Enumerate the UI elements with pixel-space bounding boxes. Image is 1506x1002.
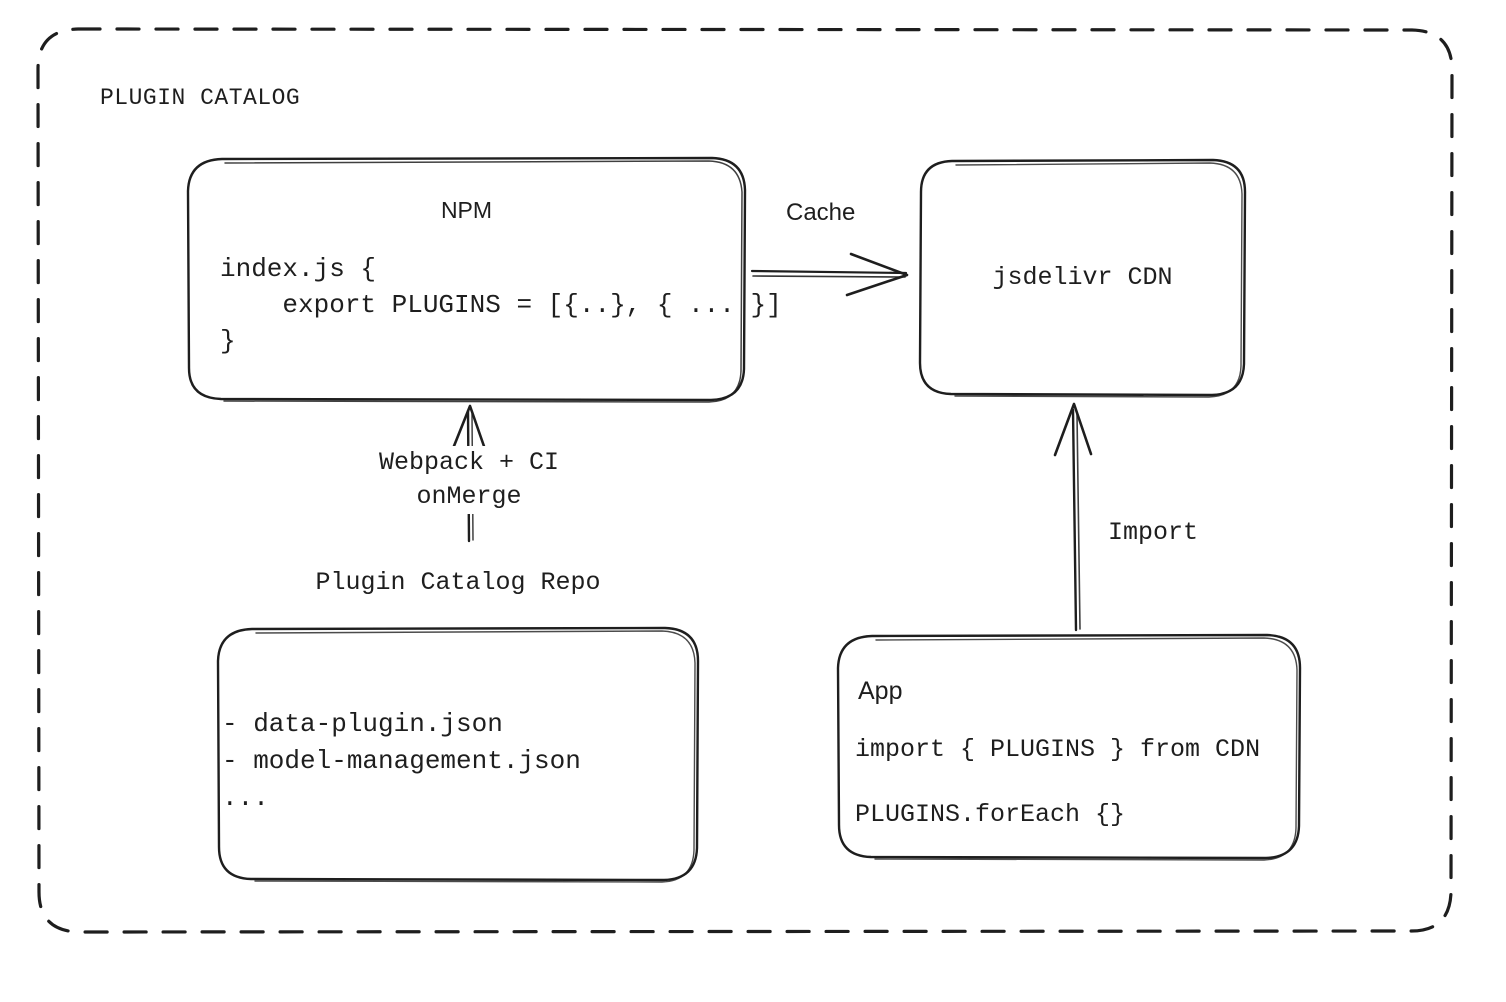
- edge-app-to-cdn: [1053, 402, 1093, 632]
- edge-label-import: Import: [1108, 518, 1199, 547]
- edge-label-cache: Cache: [786, 199, 856, 226]
- cdn-node-title: jsdelivr CDN: [992, 263, 1173, 292]
- npm-node-code: index.js { export PLUGINS = [{..}, { ...…: [220, 254, 782, 356]
- repo-node-file-list: - data-plugin.json - model-management.js…: [222, 709, 581, 813]
- app-node-foreach-line: PLUGINS.forEach {}: [855, 800, 1126, 829]
- app-node-import-line: import { PLUGINS } from CDN: [855, 735, 1261, 764]
- edge-label-webpack-ci: Webpack + CI onMerge: [338, 446, 600, 514]
- npm-node-title: NPM: [440, 197, 493, 223]
- plugin-catalog-title: PLUGIN CATALOG: [100, 85, 301, 111]
- app-node-title: App: [858, 677, 903, 705]
- repo-node-caption: Plugin Catalog Repo: [315, 568, 601, 597]
